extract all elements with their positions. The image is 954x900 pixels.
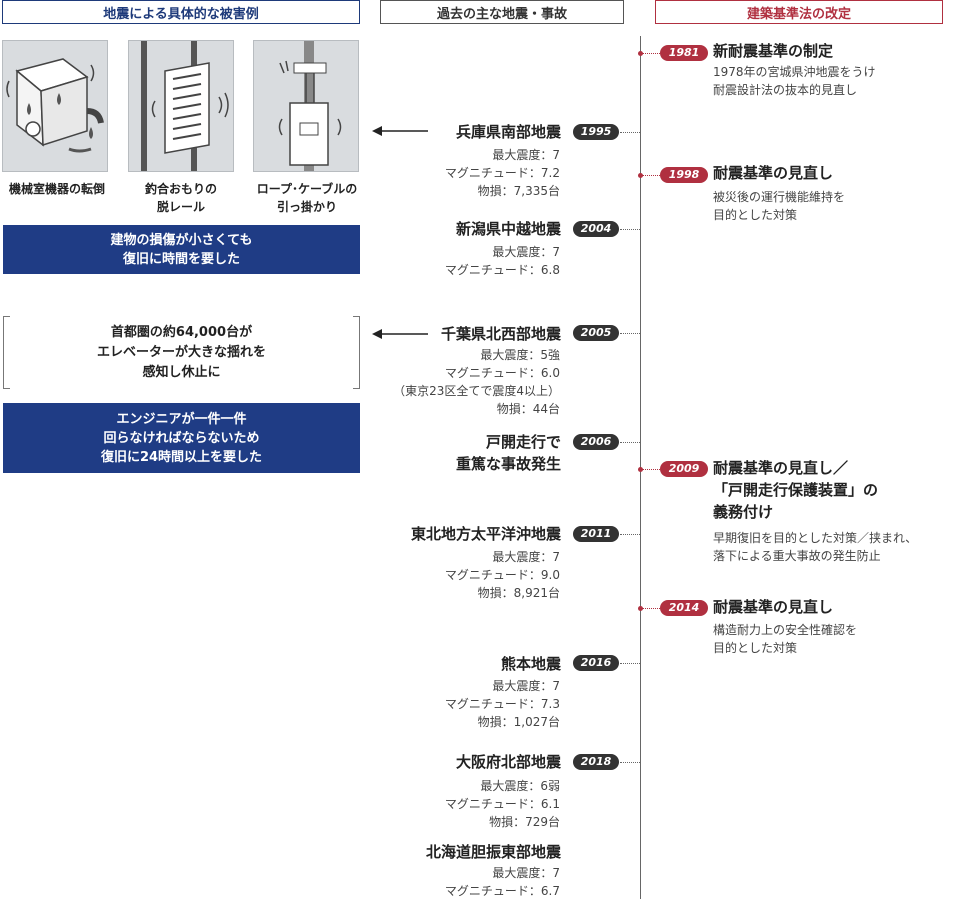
law-description: 1978年の宮城県沖地震をうけ 耐震設計法の抜本的見直し (713, 65, 876, 97)
leader-dots (620, 762, 640, 763)
year-badge: 1998 (660, 167, 708, 183)
law-title: 耐震基準の見直し (713, 164, 834, 182)
arrow-left-icon (372, 126, 428, 136)
recovery-time-box: 建物の損傷が小さくても 復旧に時間を要した (3, 225, 360, 274)
quake-name: 戸開走行で 重篤な事故発生 (455, 433, 561, 473)
quake-name: 大阪府北部地震 (455, 753, 561, 771)
law-description: 早期復旧を目的とした対策／挟まれ、 落下による重大事故の発生防止 (713, 531, 918, 563)
timeline-dot (638, 173, 643, 178)
year-badge: 2018 (573, 754, 619, 770)
year-badge: 2005 (573, 325, 619, 341)
quake-details: 最大震度：7 マグニチュード：7.3 物損：1,027台 (444, 679, 560, 729)
caption-counterweight: 釣合おもりの 脱レール (144, 182, 217, 214)
quake-name: 千葉県北西部地震 (440, 325, 561, 343)
counterweight-derail-icon (128, 40, 234, 172)
quake-name: 兵庫県南部地震 (455, 123, 561, 141)
year-badge: 2011 (573, 526, 619, 542)
engineer-recovery-box: エンジニアが一件一件 回らなければならないため 復旧に24時間以上を要した (3, 403, 360, 473)
law-title: 新耐震基準の制定 (713, 42, 834, 60)
quake-details: 最大震度：7 マグニチュード：6.8 (444, 245, 560, 277)
leader-dots (620, 534, 640, 535)
quake-name: 熊本地震 (500, 655, 561, 673)
quake-name: 東北地方太平洋沖地震 (410, 525, 561, 543)
leader-dots (620, 663, 640, 664)
caption-machine-room: 機械室機器の転倒 (8, 182, 105, 196)
quake-details: 最大震度：7 マグニチュード：7.2 物損：7,335台 (444, 148, 560, 198)
quake-details: 最大震度：7 マグニチュード：6.7 (444, 866, 560, 898)
metro-shutdown-note: 首都圏の約64,000台が エレベーターが大きな揺れを 感知し休止に (3, 316, 360, 389)
leader-dots (642, 608, 660, 609)
year-badge: 2006 (573, 434, 619, 450)
header-damage-examples: 地震による具体的な被害例 (2, 0, 360, 24)
year-badge: 1995 (573, 124, 619, 140)
leader-dots (642, 175, 660, 176)
leader-dots (620, 132, 640, 133)
year-badge: 2004 (573, 221, 619, 237)
law-title: 耐震基準の見直し／ 「戸開走行保護装置」の 義務付け (713, 459, 879, 521)
leader-dots (642, 53, 660, 54)
timeline-dot (638, 467, 643, 472)
leader-dots (642, 469, 660, 470)
law-title: 耐震基準の見直し (713, 598, 834, 616)
header-past-earthquakes: 過去の主な地震・事故 (380, 0, 624, 24)
rope-cable-snag-icon (253, 40, 359, 172)
machine-room-equipment-icon (2, 40, 108, 172)
header-building-law: 建築基準法の改定 (655, 0, 943, 24)
quake-details: 最大震度：7 マグニチュード：9.0 物損：8,921台 (444, 550, 560, 600)
leader-dots (620, 333, 640, 334)
law-description: 構造耐力上の安全性確認を 目的とした対策 (713, 623, 858, 655)
quake-name: 北海道胆振東部地震 (425, 843, 561, 861)
leader-dots (620, 442, 640, 443)
caption-rope-cable: ロープ･ケーブルの 引っ掛かり (256, 182, 358, 214)
year-badge: 2009 (660, 461, 708, 477)
quake-details: 最大震度：6弱 マグニチュード：6.1 物損：729台 (444, 779, 560, 829)
quake-name: 新潟県中越地震 (455, 220, 561, 238)
arrow-left-icon (372, 329, 428, 339)
year-badge: 1981 (660, 45, 708, 61)
timeline-dot (638, 606, 643, 611)
law-description: 被災後の運行機能維持を 目的とした対策 (713, 190, 846, 222)
year-badge: 2016 (573, 655, 619, 671)
year-badge: 2014 (660, 600, 708, 616)
leader-dots (620, 229, 640, 230)
timeline-dot (638, 51, 643, 56)
quake-details: 最大震度：5強 マグニチュード：6.0 （東京23区全てで震度4以上） 物損：4… (393, 348, 560, 416)
